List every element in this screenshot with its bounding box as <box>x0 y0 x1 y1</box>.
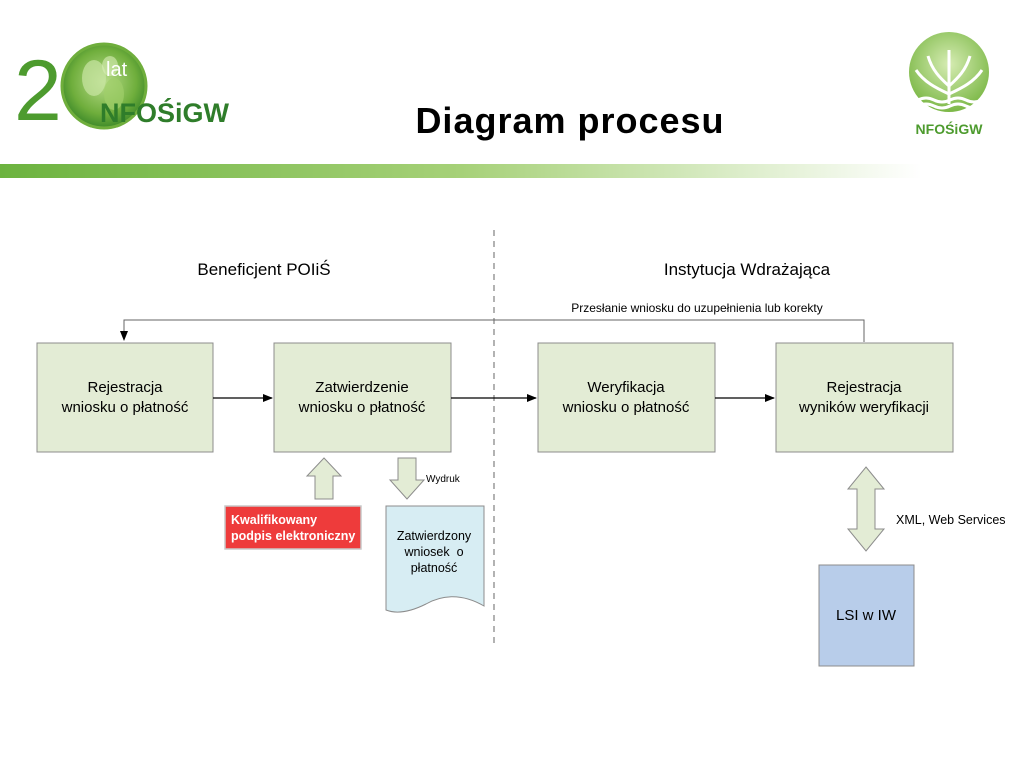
interface-label: XML, Web Services <box>896 513 1006 527</box>
logo-brand-text: NFOŚiGW <box>100 97 230 128</box>
svg-text:Rejestracja: Rejestracja <box>87 379 163 396</box>
lane-title-beneficjent: Beneficjent POIiŚ <box>197 260 330 279</box>
print-label: Wydruk <box>426 474 461 485</box>
svg-text:wniosku o płatność: wniosku o płatność <box>61 399 189 416</box>
emblem-brand-text: NFOŚiGW <box>916 120 984 137</box>
approved-document-shape: Zatwierdzony wniosek o płatność <box>385 505 485 613</box>
svg-text:wyników weryfikacji: wyników weryfikacji <box>798 399 929 416</box>
qualified-signature-box: Kwalifikowany podpis elektroniczny <box>224 505 362 550</box>
svg-text:płatność: płatność <box>411 561 458 575</box>
svg-text:podpis elektroniczny: podpis elektroniczny <box>231 529 355 543</box>
process-box-rejestracja-wniosku: Rejestracja wniosku o płatność <box>36 342 214 453</box>
logo-number-2: 2 <box>14 43 62 136</box>
interface-double-arrow <box>846 466 886 552</box>
lsi-system-box: LSI w IW <box>818 564 915 667</box>
svg-text:wniosku o płatność: wniosku o płatność <box>562 399 690 416</box>
svg-text:wniosek o: wniosek o <box>403 545 463 559</box>
print-down-arrow <box>388 457 426 500</box>
process-box-weryfikacja-wniosku: Weryfikacja wniosku o płatność <box>537 342 716 453</box>
signature-up-arrow <box>305 457 343 500</box>
lane-title-instytucja: Instytucja Wdrażająca <box>664 260 831 279</box>
feedback-loop-label: Przesłanie wniosku do uzupełnienia lub k… <box>571 301 822 315</box>
svg-text:wniosku o płatność: wniosku o płatność <box>298 399 426 416</box>
svg-text:LSI w IW: LSI w IW <box>836 607 897 624</box>
logo-lat-text: lat <box>106 59 128 81</box>
svg-text:Kwalifikowany: Kwalifikowany <box>231 513 317 527</box>
feedback-loop-connector <box>120 319 865 342</box>
nfosigw-emblem-logo: NFOŚiGW <box>909 32 989 137</box>
process-box-zatwierdzenie-wniosku: Zatwierdzenie wniosku o płatność <box>273 342 452 453</box>
svg-text:Weryfikacja: Weryfikacja <box>587 379 665 396</box>
page-title: Diagram procesu <box>415 100 725 141</box>
svg-text:Zatwierdzenie: Zatwierdzenie <box>315 379 408 396</box>
svg-text:Zatwierdzony: Zatwierdzony <box>397 529 472 543</box>
header-divider-bar <box>0 164 1024 178</box>
nfosigw-20-lat-logo: 2 lat NFOŚiGW <box>14 42 230 136</box>
svg-text:Rejestracja: Rejestracja <box>826 379 902 396</box>
process-box-rejestracja-wynikow: Rejestracja wyników weryfikacji <box>775 342 954 453</box>
